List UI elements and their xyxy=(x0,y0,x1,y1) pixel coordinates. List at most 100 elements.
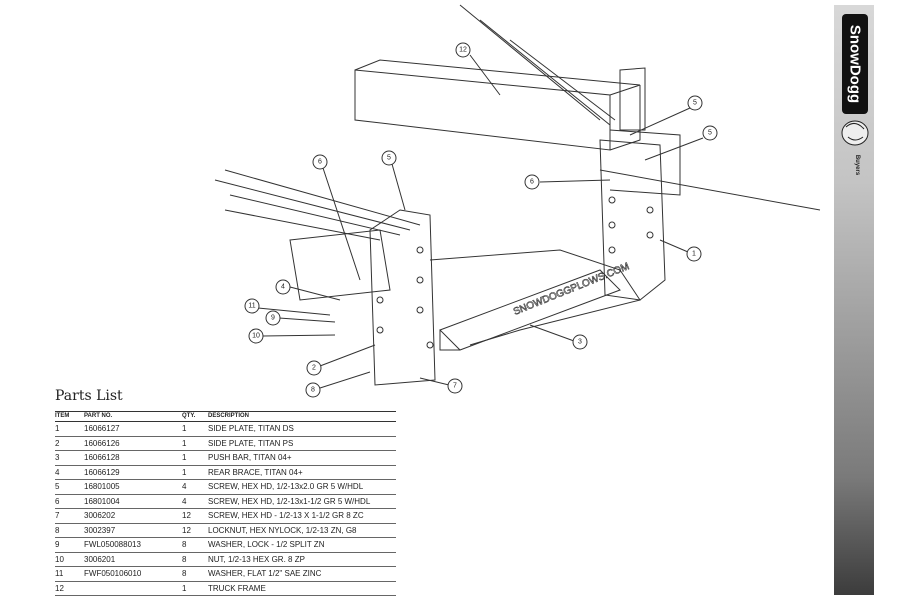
callout-3: 3 xyxy=(572,334,588,350)
callout-6: 6 xyxy=(312,154,328,170)
cell-part-no: 3006202 xyxy=(84,508,182,524)
cell-qty: 1 xyxy=(182,465,208,480)
callout-5: 5 xyxy=(702,125,718,141)
buyers-text: Buyers xyxy=(854,154,860,176)
svg-text:5: 5 xyxy=(708,130,712,137)
callout-5: 5 xyxy=(381,150,397,166)
cell-qty: 12 xyxy=(182,508,208,524)
svg-text:12: 12 xyxy=(459,47,467,54)
push-bar xyxy=(439,269,621,351)
cell-qty: 1 xyxy=(182,421,208,437)
cell-description: SCREW, HEX HD, 1/2-13x1-1/2 GR 5 W/HDL xyxy=(208,494,396,509)
cell-part-no: 16066126 xyxy=(84,436,182,451)
callout-12: 12 xyxy=(455,42,471,58)
cell-qty: 4 xyxy=(182,479,208,495)
cell-part-no: 16801005 xyxy=(84,479,182,495)
cell-description: SCREW, HEX HD, 1/2-13x2.0 GR 5 W/HDL xyxy=(208,479,396,495)
parts-diagram: SNOWDOGGPLOWS.COM 12 5 5 6 6 5 1 4 11 9 … xyxy=(214,4,821,398)
side-plate-ds xyxy=(599,139,666,301)
cell-description: SIDE PLATE, TITAN PS xyxy=(208,436,396,451)
callout-8: 8 xyxy=(305,382,321,398)
cell-description: NUT, 1/2-13 HEX GR. 8 ZP xyxy=(208,552,396,567)
svg-text:8: 8 xyxy=(311,387,315,394)
cell-item: 3 xyxy=(55,450,84,466)
svg-text:5: 5 xyxy=(387,155,391,162)
cell-item: 2 xyxy=(55,436,84,451)
callout-5: 5 xyxy=(687,95,703,111)
callout-6: 6 xyxy=(524,174,540,190)
cell-part-no xyxy=(84,581,182,596)
cell-item: 8 xyxy=(55,523,84,538)
callout-2: 2 xyxy=(306,360,322,376)
cell-item: 7 xyxy=(55,508,84,524)
callout-4: 4 xyxy=(275,279,291,295)
svg-text:4: 4 xyxy=(281,284,285,291)
cell-qty: 8 xyxy=(182,566,208,582)
svg-text:11: 11 xyxy=(248,303,255,310)
cell-description: REAR BRACE, TITAN 04+ xyxy=(208,465,396,480)
cell-part-no: 16066127 xyxy=(84,421,182,437)
cell-item: 11 xyxy=(55,566,84,582)
parts-list-title: Parts List xyxy=(55,388,123,404)
cell-item: 5 xyxy=(55,479,84,495)
cell-qty: 8 xyxy=(182,537,208,553)
cell-item: 4 xyxy=(55,465,84,480)
header-part-no: PART NO. xyxy=(84,411,182,422)
svg-text:10: 10 xyxy=(252,333,260,340)
cell-qty: 8 xyxy=(182,552,208,567)
cell-item: 1 xyxy=(55,421,84,437)
svg-text:1: 1 xyxy=(692,251,696,258)
svg-text:5: 5 xyxy=(693,100,697,107)
cell-description: SIDE PLATE, TITAN DS xyxy=(208,421,396,437)
cell-item: 6 xyxy=(55,494,84,509)
cell-description: WASHER, FLAT 1/2" SAE ZINC xyxy=(208,566,396,582)
snowdogg-logo: SnowDogg xyxy=(842,14,868,114)
cell-description: WASHER, LOCK - 1/2 SPLIT ZN xyxy=(208,537,396,553)
table-header-row: ITEM PART NO. QTY. DESCRIPTION xyxy=(55,411,396,422)
cell-qty: 4 xyxy=(182,494,208,509)
truck-frame xyxy=(354,59,641,151)
cell-part-no: 3002397 xyxy=(84,523,182,538)
dog-mascot-icon xyxy=(841,120,869,146)
callout-9: 9 xyxy=(265,310,281,326)
cell-qty: 1 xyxy=(182,450,208,466)
cell-part-no: FWF050106010 xyxy=(84,566,182,582)
cell-item: 12 xyxy=(55,581,84,596)
cell-qty: 1 xyxy=(182,581,208,596)
cell-part-no: FWL050088013 xyxy=(84,537,182,553)
cell-description: TRUCK FRAME xyxy=(208,581,396,596)
svg-text:6: 6 xyxy=(530,179,534,186)
cell-item: 10 xyxy=(55,552,84,567)
svg-text:2: 2 xyxy=(312,365,316,372)
svg-text:9: 9 xyxy=(271,315,275,322)
svg-text:7: 7 xyxy=(453,383,457,390)
callout-11: 11 xyxy=(244,298,260,314)
callout-1: 1 xyxy=(686,246,702,262)
cell-qty: 1 xyxy=(182,436,208,451)
cell-description: SCREW, HEX HD - 1/2-13 X 1-1/2 GR 8 ZC xyxy=(208,508,396,524)
header-description: DESCRIPTION xyxy=(208,411,396,422)
header-qty: QTY. xyxy=(182,411,208,422)
push-bar-text: SNOWDOGGPLOWS.COM xyxy=(512,261,631,318)
side-plate-ps xyxy=(369,209,436,386)
cell-part-no: 3006201 xyxy=(84,552,182,567)
svg-text:6: 6 xyxy=(318,159,322,166)
cell-qty: 12 xyxy=(182,523,208,538)
rear-brace xyxy=(289,229,391,301)
cell-description: LOCKNUT, HEX NYLOCK, 1/2-13 ZN, G8 xyxy=(208,523,396,538)
callout-7: 7 xyxy=(447,378,463,394)
cell-item: 9 xyxy=(55,537,84,553)
svg-text:3: 3 xyxy=(578,339,582,346)
